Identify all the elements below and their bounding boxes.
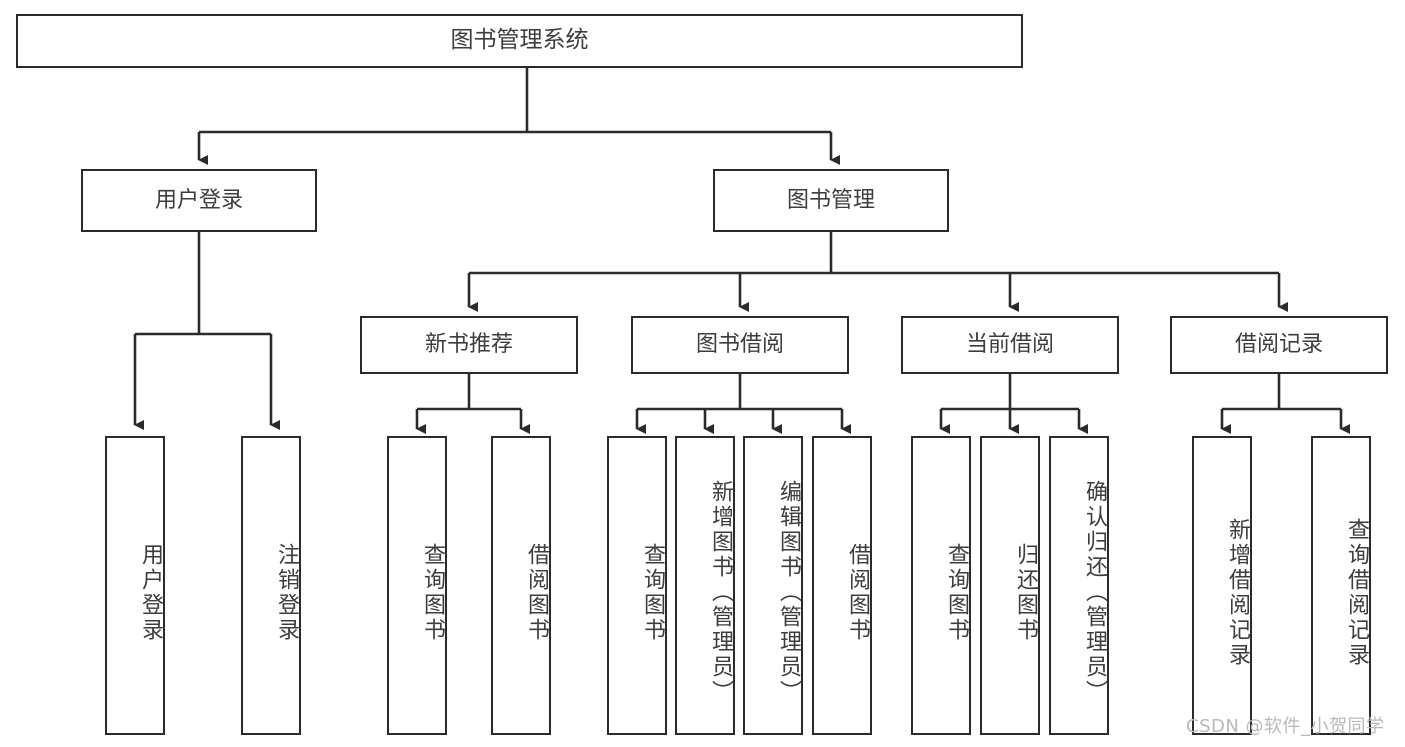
- leaf-logout-login[interactable]: 注销登录: [241, 436, 301, 735]
- leaf-confirm-return[interactable]: 确认归还（管理员）: [1049, 436, 1109, 735]
- leaf-return-book-label: 归还图书: [1013, 542, 1038, 643]
- leaf-query-record-label: 查询借阅记录: [1344, 517, 1369, 668]
- leaf-query-book-2-label: 查询图书: [640, 542, 665, 643]
- leaf-add-book[interactable]: 新增图书（管理员）: [675, 436, 735, 735]
- leaf-add-book-label: 新增图书（管理员）: [708, 480, 733, 705]
- leaf-borrow-book-2-label: 借阅图书: [845, 542, 870, 643]
- leaf-return-book[interactable]: 归还图书: [980, 436, 1040, 735]
- node-current-borrow[interactable]: 当前借阅: [901, 316, 1119, 374]
- leaf-query-book-1[interactable]: 查询图书: [387, 436, 447, 735]
- node-borrow-record[interactable]: 借阅记录: [1170, 316, 1388, 374]
- csdn-watermark: CSDN @软件_小贺同学: [1186, 716, 1385, 737]
- leaf-borrow-book-1[interactable]: 借阅图书: [491, 436, 551, 735]
- node-root[interactable]: 图书管理系统: [16, 14, 1023, 68]
- leaf-add-record[interactable]: 新增借阅记录: [1192, 436, 1252, 735]
- leaf-logout-login-label: 注销登录: [274, 542, 299, 643]
- leaf-user-login-label: 用户登录: [138, 542, 163, 643]
- leaf-query-record[interactable]: 查询借阅记录: [1311, 436, 1371, 735]
- leaf-edit-book-label: 编辑图书（管理员）: [776, 480, 801, 705]
- leaf-edit-book[interactable]: 编辑图书（管理员）: [743, 436, 803, 735]
- leaf-borrow-book-1-label: 借阅图书: [524, 542, 549, 643]
- leaf-add-record-label: 新增借阅记录: [1225, 517, 1250, 668]
- node-book-borrow[interactable]: 图书借阅: [631, 316, 849, 374]
- node-book-manage[interactable]: 图书管理: [713, 169, 949, 232]
- node-new-book-recommend[interactable]: 新书推荐: [360, 316, 578, 374]
- leaf-query-book-3[interactable]: 查询图书: [911, 436, 971, 735]
- leaf-borrow-book-2[interactable]: 借阅图书: [812, 436, 872, 735]
- leaf-query-book-3-label: 查询图书: [944, 542, 969, 643]
- leaf-confirm-return-label: 确认归还（管理员）: [1082, 480, 1107, 705]
- node-user-login[interactable]: 用户登录: [81, 169, 317, 232]
- leaf-query-book-1-label: 查询图书: [420, 542, 445, 643]
- leaf-query-book-2[interactable]: 查询图书: [607, 436, 667, 735]
- leaf-user-login[interactable]: 用户登录: [105, 436, 165, 735]
